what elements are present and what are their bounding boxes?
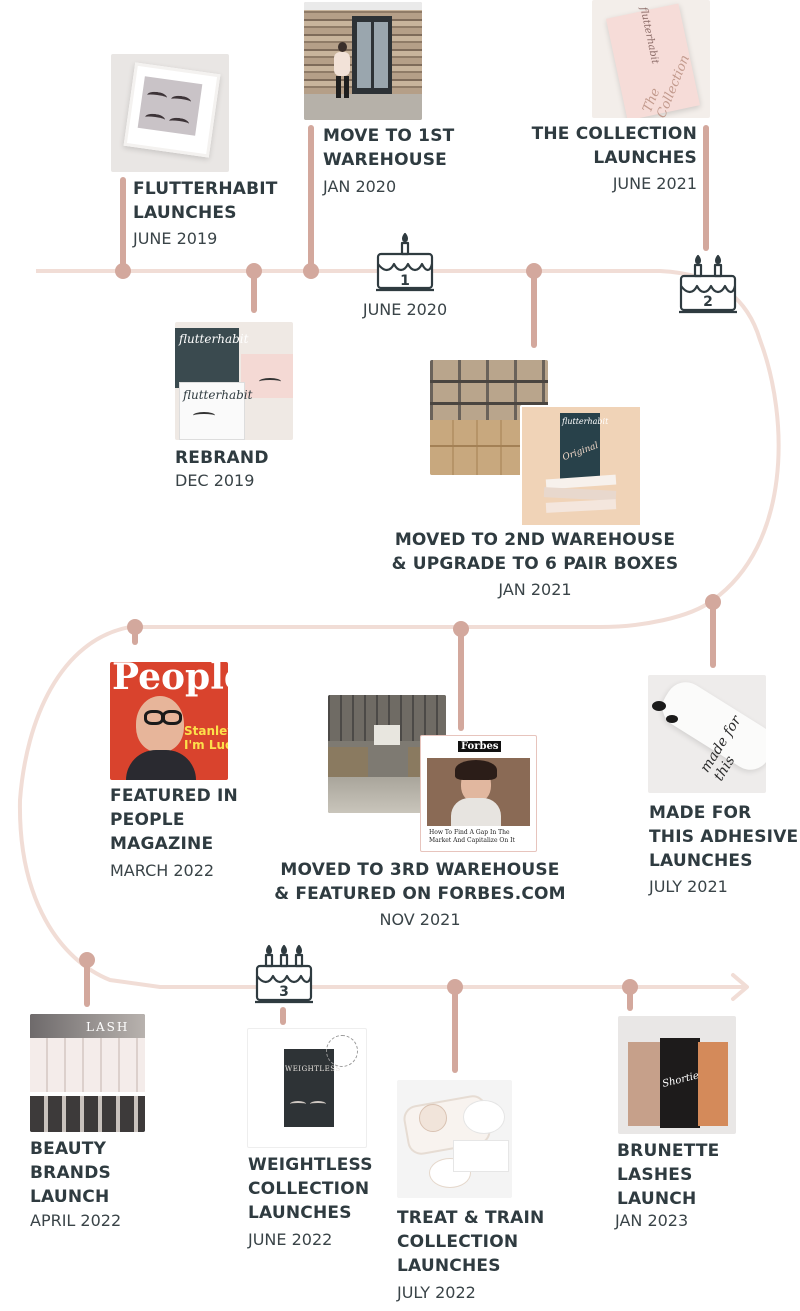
photo-brunette-boxes: Shorties xyxy=(618,1016,736,1134)
milestone-title-weightless: WEIGHTLESS COLLECTION LAUNCHES xyxy=(248,1155,373,1223)
node-beauty-brands xyxy=(79,952,95,968)
milestone-date-second-warehouse: JAN 2021 xyxy=(498,580,572,599)
node-flutterhabit xyxy=(115,263,131,279)
milestone-date-rebrand: DEC 2019 xyxy=(175,471,255,490)
node-rebrand xyxy=(246,263,262,279)
node-second-warehouse xyxy=(526,263,542,279)
node-people xyxy=(127,619,143,635)
cake-icon-2 xyxy=(679,254,737,314)
milestone-date-first-warehouse: JAN 2020 xyxy=(323,177,397,196)
milestone-date-third-warehouse: NOV 2021 xyxy=(379,910,461,929)
node-third-warehouse xyxy=(453,621,469,637)
milestone-date-treat-train: JULY 2022 xyxy=(397,1283,476,1302)
milestone-title-third-warehouse: MOVED TO 3RD WAREHOUSE & FEATURED ON FOR… xyxy=(274,860,566,904)
photo-people-magazine: People Stanley Tucci I'm Lucky to Be xyxy=(110,662,228,780)
photo-beauty-brands-display: LASH xyxy=(30,1014,145,1132)
photo-treat-train-kit xyxy=(397,1080,512,1198)
milestone-title-treat-train: TREAT & TRAIN COLLECTION LAUNCHES xyxy=(397,1208,545,1276)
milestone-date-beauty-brands: APRIL 2022 xyxy=(30,1211,122,1230)
lash-sign: LASH xyxy=(86,1020,130,1034)
node-treat-train xyxy=(447,979,463,995)
photo-six-pair-box: flutterhabit Original xyxy=(520,405,642,527)
milestone-date-adhesive: JULY 2021 xyxy=(649,877,728,896)
photo-lash-box xyxy=(111,54,229,172)
milestone-date-anniversary-1: JUNE 2020 xyxy=(362,300,448,319)
node-first-warehouse xyxy=(303,263,319,279)
node-brunette xyxy=(622,979,638,995)
milestone-title-second-warehouse: MOVED TO 2ND WAREHOUSE & UPGRADE TO 6 PA… xyxy=(391,530,679,574)
cake-number-2: 2 xyxy=(703,294,713,310)
people-logo: People xyxy=(112,662,228,698)
timeline-track xyxy=(17,269,781,989)
milestone-title-brunette: BRUNETTE LASHES LAUNCH xyxy=(617,1141,720,1209)
milestone-title-collection: THE COLLECTION LAUNCHES xyxy=(531,124,697,168)
photo-forbes-article: Forbes How To Find A Gap In The Market A… xyxy=(420,735,537,852)
forbes-headline: How To Find A Gap In The Market And Capi… xyxy=(429,829,515,844)
milestone-date-collection: JUNE 2021 xyxy=(612,174,697,193)
cake-icon-1 xyxy=(376,232,434,292)
milestone-title-first-warehouse: MOVE TO 1ST WAREHOUSE xyxy=(323,126,455,170)
node-adhesive xyxy=(705,594,721,610)
milestone-title-adhesive: MADE FOR THIS ADHESIVE LAUNCHES xyxy=(649,803,799,871)
photo-adhesive-tube: made for this xyxy=(648,675,766,793)
forbes-logo: Forbes xyxy=(458,741,502,752)
milestone-date-people: MARCH 2022 xyxy=(110,861,215,880)
photo-collection-box: flutterhabit The Collection xyxy=(592,0,710,118)
cake-icon-3 xyxy=(255,944,313,1004)
six-pair-brand-script: flutterhabit xyxy=(562,417,609,426)
people-cover-text: Stanley Tucci I'm Lucky to Be xyxy=(184,724,228,752)
weightless-box-label: WEIGHTLESS xyxy=(285,1065,341,1073)
milestone-date-brunette: JAN 2023 xyxy=(615,1211,689,1230)
cake-number-3: 3 xyxy=(279,984,289,1000)
photo-weightless-box: WEIGHTLESS xyxy=(247,1028,367,1148)
milestone-title-flutterhabit: FLUTTERHABIT LAUNCHES xyxy=(133,179,278,223)
timeline-arrow-icon xyxy=(731,973,749,1001)
milestone-title-people: FEATURED IN PEOPLE MAGAZINE xyxy=(110,786,238,854)
rebrand-brand-script-2: flutterhabit xyxy=(183,388,253,402)
milestone-date-weightless: JUNE 2022 xyxy=(248,1230,333,1249)
cake-number-1: 1 xyxy=(400,273,410,289)
milestone-title-beauty-brands: BEAUTY BRANDS LAUNCH xyxy=(30,1139,111,1207)
milestone-date-flutterhabit: JUNE 2019 xyxy=(133,229,218,248)
milestone-title-rebrand: REBRAND xyxy=(175,448,269,468)
photo-rebrand-boxes: flutterhabit flutterhabit xyxy=(175,322,293,440)
photo-first-warehouse xyxy=(304,2,422,120)
rebrand-brand-script-1: flutterhabit xyxy=(179,332,249,346)
